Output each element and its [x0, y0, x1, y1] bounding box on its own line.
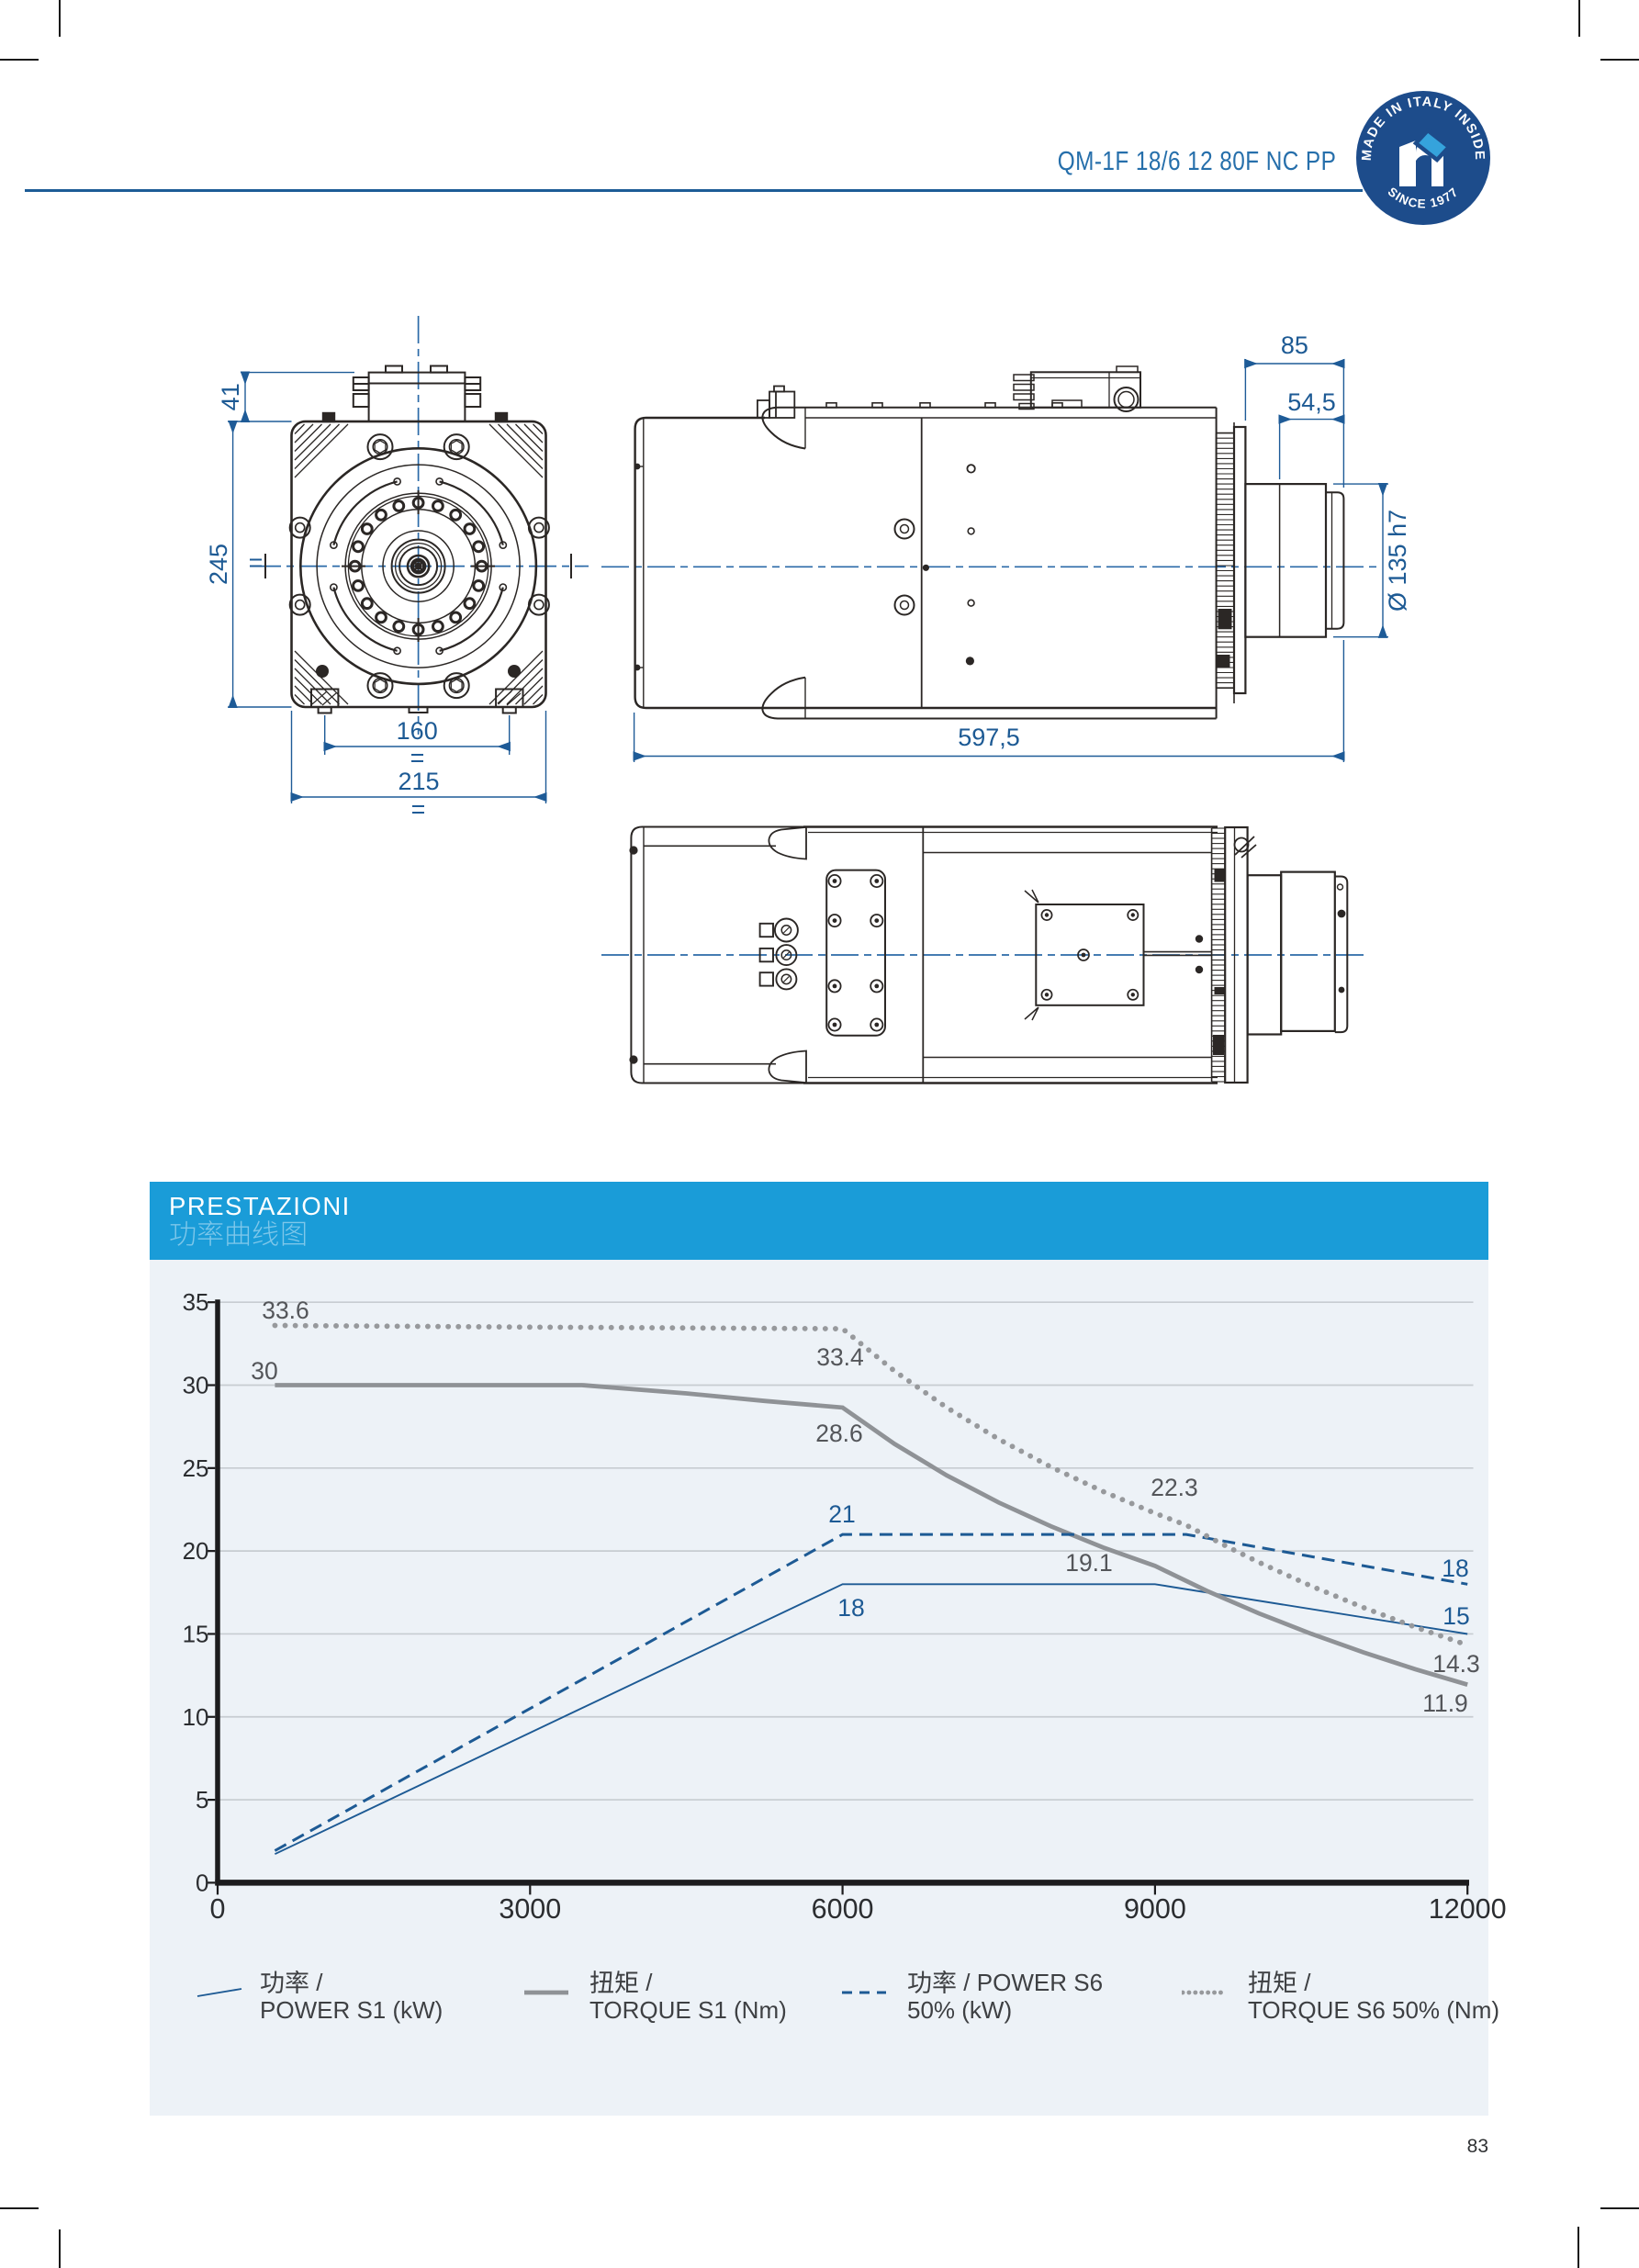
x-tick-label: 6000 [812, 1893, 874, 1925]
drawing-front-view: 41 245 160 215 [205, 316, 589, 814]
y-tick-label: 10 [183, 1703, 209, 1731]
dim-label-diameter-135: Ø 135 h7 [1384, 510, 1411, 612]
product-code: QM-1F 18/6 12 80F NC PP [1057, 147, 1336, 176]
legend-label-cjk: / [589, 1969, 787, 1996]
performance-subtitle-cjk [169, 1219, 308, 1247]
crop-mark-bottom-left-h [0, 2207, 39, 2209]
series-torque_s1 [275, 1383, 1468, 1688]
legend-swatch-torque_s6 [1182, 1990, 1228, 1995]
y-tick-label: 25 [183, 1454, 209, 1482]
legend-label-latin: TORQUE S1 (Nm) [589, 1996, 787, 2024]
y-tick-label: 0 [196, 1869, 208, 1896]
drawing-side-view: 85 54,5 Ø 135 h7 597,5 [601, 331, 1411, 762]
header-rule [25, 189, 1363, 192]
annotation-22.3: 22.3 [1151, 1474, 1198, 1501]
annotation-15: 15 [1443, 1602, 1469, 1630]
chart-gridlines [218, 1301, 1474, 1801]
chart-y-tick-labels: 0 5 10 15 20 25 30 35 [183, 1288, 209, 1896]
y-tick-label: 15 [183, 1620, 209, 1647]
x-tick-label: 12000 [1429, 1893, 1507, 1925]
dim-label-597-5: 597,5 [958, 724, 1020, 751]
annotation-28.6: 28.6 [815, 1420, 863, 1447]
chart-series [272, 1322, 1471, 1856]
legend-swatch-torque_s1 [524, 1990, 568, 1995]
annotation-18: 18 [1442, 1555, 1468, 1582]
legend-label-latin: 50% (kW) [907, 1996, 1013, 2024]
series-power_s6 [274, 1533, 1468, 1852]
dim-label-245: 245 [205, 544, 232, 585]
y-tick-label: 30 [183, 1372, 209, 1399]
chart-annotations: 33.6 30 33.4 28.6 21 18 22.3 19.1 18 15 14.3 11.9 [251, 1297, 1480, 1717]
drawing-bottom-view [601, 825, 1368, 1084]
y-tick-label: 35 [183, 1288, 209, 1316]
crop-mark-top-left-v [59, 0, 61, 37]
brand-logo: MADE IN ITALY INSIDE SINCE 1977 [1356, 91, 1490, 225]
technical-drawings: 41 245 160 215 [205, 316, 1411, 1084]
dim-label-215: 215 [398, 768, 439, 795]
crop-mark-bottom-right-v [1577, 2227, 1579, 2268]
crop-mark-bottom-left-v [59, 2229, 61, 2268]
legend-swatch-power_s1 [196, 1988, 242, 1997]
legend-label-cjk: / [260, 1969, 443, 1996]
page-number: 83 [1466, 2136, 1488, 2157]
annotation-30: 30 [251, 1357, 277, 1385]
dim-label-85: 85 [1281, 331, 1308, 359]
annotation-11.9: 11.9 [1422, 1690, 1468, 1717]
series-power_s1 [274, 1583, 1468, 1856]
dim-label-160: 160 [397, 717, 438, 745]
legend-label-cjk: / [1248, 1969, 1499, 1996]
performance-title: PRESTAZIONI [169, 1192, 351, 1220]
annotation-14.3: 14.3 [1432, 1650, 1480, 1678]
chart-axes [208, 1299, 1469, 1895]
legend-swatch-power_s6 [842, 1991, 886, 1994]
dim-label-54-5: 54,5 [1287, 388, 1336, 416]
y-tick-label: 20 [183, 1537, 209, 1565]
legend-label-latin: TORQUE S6 50% (Nm) [1248, 1996, 1500, 2024]
chart-x-tick-labels: 0 3000 6000 9000 12000 [210, 1893, 1507, 1925]
annotation-18: 18 [837, 1594, 864, 1622]
x-tick-label: 0 [210, 1893, 226, 1925]
logo-letter-h [1399, 127, 1453, 186]
crop-mark-top-left-h [0, 59, 39, 61]
y-tick-label: 5 [196, 1786, 208, 1813]
crop-mark-top-right-v [1578, 0, 1580, 37]
annotation-21: 21 [828, 1500, 855, 1528]
annotation-19.1: 19.1 [1065, 1549, 1113, 1577]
annotation-33.4: 33.4 [816, 1343, 864, 1371]
annotation-33.6: 33.6 [262, 1297, 309, 1324]
legend-label-latin: POWER S1 (kW) [260, 1996, 443, 2024]
crop-mark-bottom-right-h [1600, 2207, 1639, 2209]
performance-band: PRESTAZIONI [150, 1182, 1488, 1260]
logo-circle [1356, 91, 1490, 225]
x-tick-label: 3000 [499, 1893, 561, 1925]
crop-mark-top-right-h [1600, 59, 1639, 61]
series-torque_s6 [272, 1322, 1471, 1648]
legend-label-cjk: / POWER S6 [907, 1969, 1103, 1996]
x-tick-label: 9000 [1124, 1893, 1186, 1925]
dim-label-41: 41 [217, 383, 244, 410]
